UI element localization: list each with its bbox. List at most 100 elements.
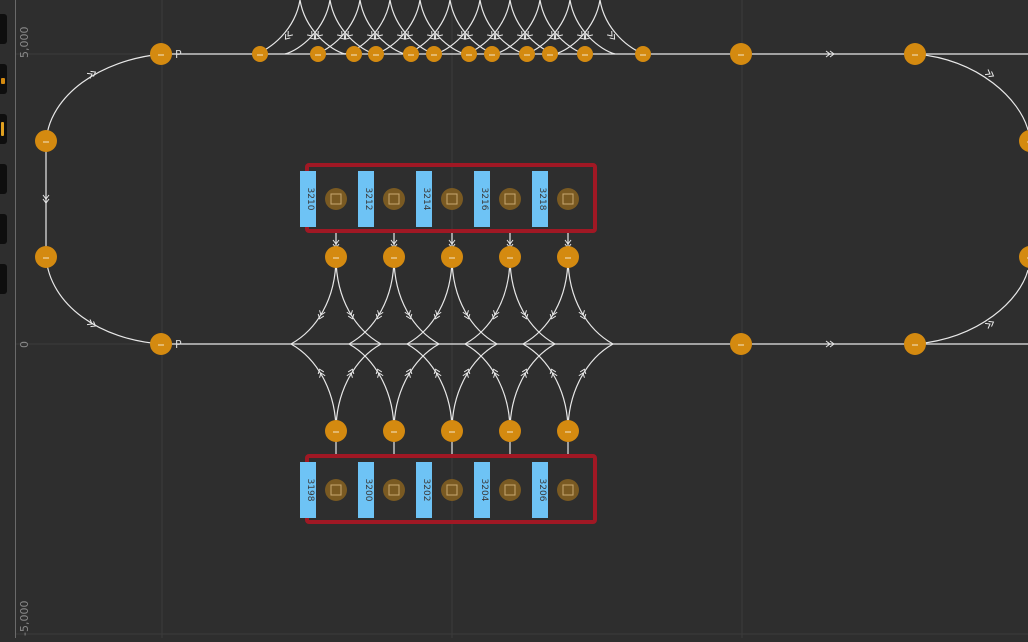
direction-arrow xyxy=(337,30,346,40)
direction-arrow xyxy=(434,30,443,40)
slot-marker xyxy=(474,171,490,227)
dock-glyph-icon xyxy=(562,484,574,496)
track-crossover xyxy=(509,343,556,432)
track-crossover xyxy=(348,343,395,432)
dock-icon xyxy=(441,188,463,210)
direction-arrow xyxy=(307,30,316,40)
track-node xyxy=(310,46,326,62)
track-node xyxy=(635,46,651,62)
track-nodes xyxy=(35,43,1028,442)
direction-arrow xyxy=(825,50,835,58)
direction-arrow xyxy=(433,368,442,378)
axis-tick-label: 0 xyxy=(18,341,31,348)
direction-arrow xyxy=(520,368,529,378)
tool-indicator-icon xyxy=(1,78,5,84)
track-node xyxy=(35,130,57,152)
direction-arrow xyxy=(984,320,995,329)
tool-button[interactable] xyxy=(0,164,7,194)
direction-arrow xyxy=(487,30,496,40)
direction-arrow xyxy=(374,30,383,40)
track-branch-top xyxy=(449,0,496,55)
vertical-ruler xyxy=(15,0,16,638)
dock-icon xyxy=(557,479,579,501)
dock-icon xyxy=(499,188,521,210)
dock-icon xyxy=(325,479,347,501)
direction-arrow xyxy=(284,30,293,40)
direction-arrow xyxy=(549,368,558,378)
direction-arrow xyxy=(397,30,406,40)
direction-arrow xyxy=(549,310,558,320)
slot-label: 3212 xyxy=(363,188,373,211)
direction-arrow xyxy=(462,310,471,320)
grid-lines xyxy=(16,0,1028,638)
tool-button[interactable] xyxy=(0,214,7,244)
track-node-p-bottom xyxy=(150,333,172,355)
track-node xyxy=(557,420,579,442)
tool-button[interactable] xyxy=(0,114,7,144)
track-branch-top xyxy=(359,0,406,55)
track-node xyxy=(325,420,347,442)
track-branch-top xyxy=(389,0,436,55)
node-dot xyxy=(519,46,535,62)
slot-marker xyxy=(300,171,316,227)
direction-arrow xyxy=(464,30,473,40)
track-loop-right-bottom xyxy=(915,269,1028,345)
direction-arrow xyxy=(524,30,533,40)
track-crossover xyxy=(290,256,337,345)
dock-glyph-icon xyxy=(330,193,342,205)
direction-arrow xyxy=(404,368,413,378)
track-branch-top xyxy=(599,0,646,55)
track-node xyxy=(499,420,521,442)
node-dot xyxy=(150,43,172,65)
track-loop-left xyxy=(45,53,163,345)
dock-glyph-icon xyxy=(388,193,400,205)
slot-label: 3206 xyxy=(537,479,547,502)
dock-glyph-icon xyxy=(446,484,458,496)
track-node-p-top xyxy=(150,43,172,65)
track-branch-top xyxy=(254,0,301,55)
direction-arrow xyxy=(433,310,442,320)
node-dot xyxy=(730,43,752,65)
node-dot xyxy=(35,246,57,268)
dock-glyph-icon xyxy=(330,484,342,496)
tool-button[interactable] xyxy=(0,64,7,94)
slot-marker xyxy=(532,171,548,227)
direction-arrow xyxy=(317,368,326,378)
track-crossover xyxy=(406,256,453,345)
track-crossover xyxy=(464,256,511,345)
node-dot xyxy=(426,46,442,62)
track-branch-top xyxy=(569,0,616,55)
track-node xyxy=(426,46,442,62)
track-node xyxy=(730,43,752,65)
tool-button[interactable] xyxy=(0,264,7,294)
dock-glyph-icon xyxy=(562,193,574,205)
direction-arrow xyxy=(984,69,995,78)
track-crossover xyxy=(335,343,382,432)
node-label-p-top: P xyxy=(175,48,182,61)
slot-label: 3202 xyxy=(421,479,431,502)
dock-glyph-icon xyxy=(446,193,458,205)
node-dot xyxy=(403,46,419,62)
track-loop-right-top xyxy=(915,53,1028,131)
direction-arrow xyxy=(577,30,586,40)
direction-arrow xyxy=(346,368,355,378)
axis-tick-label: 5,000 xyxy=(18,26,31,59)
track-branch-top xyxy=(554,0,601,55)
track-node xyxy=(325,246,347,268)
track-lines xyxy=(45,0,1028,457)
tool-button[interactable] xyxy=(0,14,7,44)
node-dot xyxy=(904,333,926,355)
node-dot xyxy=(368,46,384,62)
node-dot xyxy=(730,333,752,355)
track-node xyxy=(904,43,926,65)
track-node xyxy=(403,46,419,62)
slot-label: 3204 xyxy=(479,479,489,502)
direction-arrow xyxy=(375,368,384,378)
track-crossover xyxy=(335,256,382,345)
node-dot xyxy=(499,420,521,442)
node-dot xyxy=(1019,130,1028,152)
track-node xyxy=(1019,130,1028,152)
